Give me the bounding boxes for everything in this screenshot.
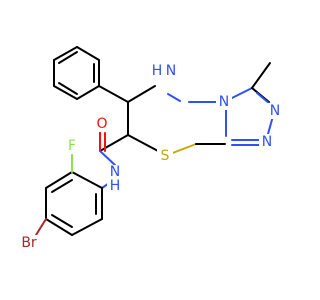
atom-symbol: O bbox=[96, 116, 107, 132]
atom-labels: H N N N N S O N H F bbox=[16, 63, 283, 251]
atom-o-carbonyl: O bbox=[94, 116, 110, 132]
bond bbox=[98, 85, 129, 103]
bond bbox=[169, 143, 197, 155]
atom-n-triazole-2: N bbox=[259, 134, 275, 150]
bond bbox=[51, 214, 73, 228]
atom-n-h-ring: H N bbox=[149, 63, 181, 79]
bond bbox=[167, 93, 181, 102]
atom-n-fused: N bbox=[216, 94, 232, 110]
atom-symbol: Br bbox=[21, 235, 37, 251]
atom-symbol: F bbox=[68, 138, 76, 154]
bond bbox=[251, 62, 271, 89]
atom-n-triazole-1: N bbox=[267, 103, 283, 119]
bond bbox=[76, 46, 100, 61]
atom-symbol: N bbox=[262, 134, 272, 150]
bonds bbox=[35, 46, 274, 236]
bond bbox=[45, 171, 73, 189]
bond bbox=[256, 92, 271, 105]
atom-symbol: N bbox=[110, 164, 120, 180]
atom-symbol: N bbox=[166, 63, 176, 79]
atom-symbol: N bbox=[270, 103, 280, 119]
atom-f: F bbox=[64, 138, 80, 154]
atom-s-ring: S bbox=[157, 148, 173, 164]
atom-br: Br bbox=[16, 235, 42, 251]
bond bbox=[99, 150, 116, 166]
atom-symbol: H bbox=[110, 178, 121, 194]
atom-symbol: H bbox=[152, 63, 163, 79]
bond bbox=[71, 171, 103, 189]
bond bbox=[76, 85, 100, 100]
bond bbox=[45, 218, 73, 236]
bond bbox=[53, 85, 78, 100]
atom-n-h-amide: N H bbox=[107, 164, 123, 194]
bond bbox=[51, 179, 73, 193]
bond bbox=[35, 218, 47, 236]
bond bbox=[231, 87, 253, 99]
bond bbox=[58, 82, 78, 95]
bond bbox=[127, 85, 156, 103]
atom-symbol: N bbox=[219, 94, 229, 110]
bond bbox=[58, 51, 78, 64]
atom-symbol: S bbox=[161, 148, 170, 164]
molecule-structure: H N N N N S O N H F bbox=[16, 46, 283, 251]
bond bbox=[53, 46, 78, 61]
bond bbox=[127, 134, 159, 152]
bond bbox=[71, 218, 103, 236]
